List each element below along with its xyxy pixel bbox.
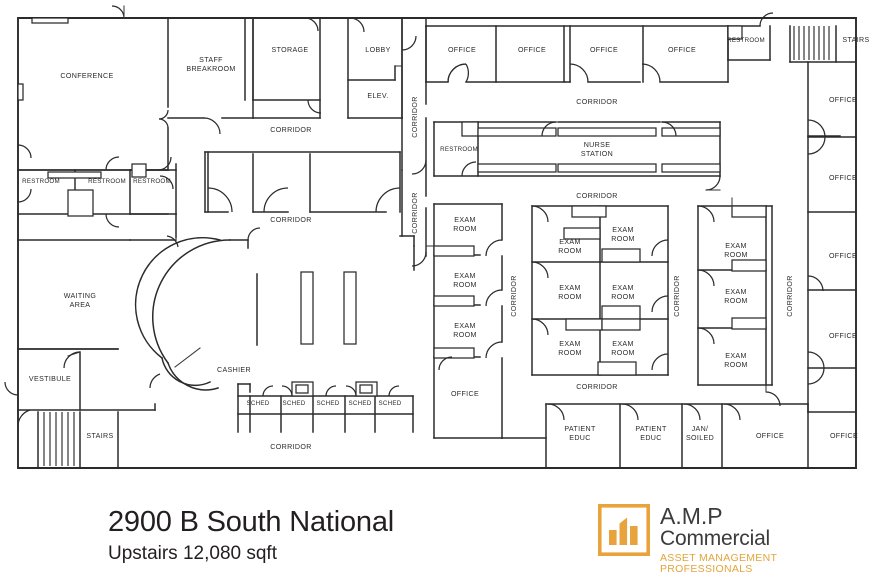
room-label-corridor-v2: CORRIDOR (411, 192, 419, 233)
room-label-corridor-bot-l: CORRIDOR (270, 443, 311, 451)
center-left-room-bank (204, 151, 401, 213)
room-label-restroom-top-r: RESTROOM (727, 37, 765, 44)
page-subtitle: Upstairs 12,080 sqft (108, 543, 277, 565)
room-label-sched-4: SCHED (349, 400, 372, 407)
room-label-sched-2: SCHED (283, 400, 306, 407)
room-label-restroom-mid: RESTROOM (440, 146, 478, 153)
bar-chart-logo-icon (598, 504, 650, 556)
room-label-elev: ELEV. (367, 92, 388, 100)
cashier-sched-bank (237, 381, 414, 433)
logo-name-commercial: Commercial (660, 527, 771, 551)
reception-desks (256, 235, 415, 346)
staff-breakroom (167, 17, 254, 135)
room-label-corridor-top: CORRIDOR (270, 126, 311, 134)
stairs-left (37, 411, 119, 469)
room-label-storage: STORAGE (271, 46, 308, 54)
right-office-column (807, 61, 857, 413)
logo-name-amp: A.M.P (660, 503, 723, 529)
room-label-corridor-b2: CORRIDOR (576, 383, 617, 391)
room-label-corridor-mid-l: CORRIDOR (270, 216, 311, 224)
room-label-corridor-t3: CORRIDOR (576, 192, 617, 200)
title-block: 2900 B South National Upstairs 12,080 sq… (108, 506, 394, 565)
room-label-corridor-t2: CORRIDOR (576, 98, 617, 106)
restroom-cluster-left (17, 156, 177, 239)
room-label-corridor-v4: CORRIDOR (673, 275, 681, 316)
bottom-room-band (501, 403, 809, 469)
room-label-jan-soiled: JAN/SOILED (686, 425, 714, 442)
logo-tagline-line1: ASSET MANAGEMENT (660, 551, 778, 564)
room-label-sched-5: SCHED (379, 400, 402, 407)
room-label-office-b1: OFFICE (756, 432, 784, 440)
room-label-corridor-v1: CORRIDOR (411, 96, 419, 137)
room-label-office-b2: OFFICE (830, 432, 858, 440)
building-outline (17, 17, 857, 469)
room-label-restroom-l3: RESTROOM (133, 178, 171, 185)
room-label-office-ml: OFFICE (451, 390, 479, 398)
room-label-lobby: LOBBY (365, 46, 390, 54)
room-label-corridor-v3: CORRIDOR (510, 275, 518, 316)
room-label-conference: CONFERENCE (60, 72, 113, 80)
room-label-corridor-v5: CORRIDOR (786, 275, 794, 316)
room-label-office-t1: OFFICE (448, 46, 476, 54)
room-label-office-r3: OFFICE (829, 252, 857, 260)
vestibule (4, 348, 156, 428)
left-exam-column (411, 203, 503, 439)
top-right-restroom (727, 12, 774, 61)
room-label-stairs-left: STAIRS (86, 432, 113, 440)
stairs-right (789, 25, 857, 63)
room-label-sched-1: SCHED (247, 400, 270, 407)
right-exam-block (697, 197, 781, 407)
amp-commercial-logo: A.M.P Commercial ASSET MANAGEMENT PROFES… (598, 504, 777, 576)
logo-tagline-line2: PROFESSIONALS (660, 563, 753, 576)
nurse-station-band (411, 121, 721, 191)
lobby-and-elevator (347, 17, 417, 119)
room-label-office-t2: OFFICE (518, 46, 546, 54)
plan-footer: 2900 B South National Upstairs 12,080 sq… (0, 490, 874, 588)
storage-room (244, 17, 322, 119)
room-label-office-r2: OFFICE (829, 174, 857, 182)
room-label-vestibule: VESTIBULE (29, 375, 71, 383)
logo-text-block: A.M.P Commercial ASSET MANAGEMENT PROFES… (660, 504, 777, 576)
top-office-bank (425, 25, 761, 83)
room-label-sched-3: SCHED (317, 400, 340, 407)
room-label-office-t4: OFFICE (668, 46, 696, 54)
room-label-office-r4: OFFICE (829, 332, 857, 340)
room-label-restroom-l1: RESTROOM (22, 178, 60, 185)
center-exam-block (531, 205, 669, 376)
room-label-office-t3: OFFICE (590, 46, 618, 54)
room-label-office-r1: OFFICE (829, 96, 857, 104)
page-title: 2900 B South National (108, 506, 395, 538)
room-label-cashier: CASHIER (217, 366, 251, 374)
room-label-stairs-right: STAIRS (842, 36, 869, 44)
room-label-restroom-l2: RESTROOM (88, 178, 126, 185)
